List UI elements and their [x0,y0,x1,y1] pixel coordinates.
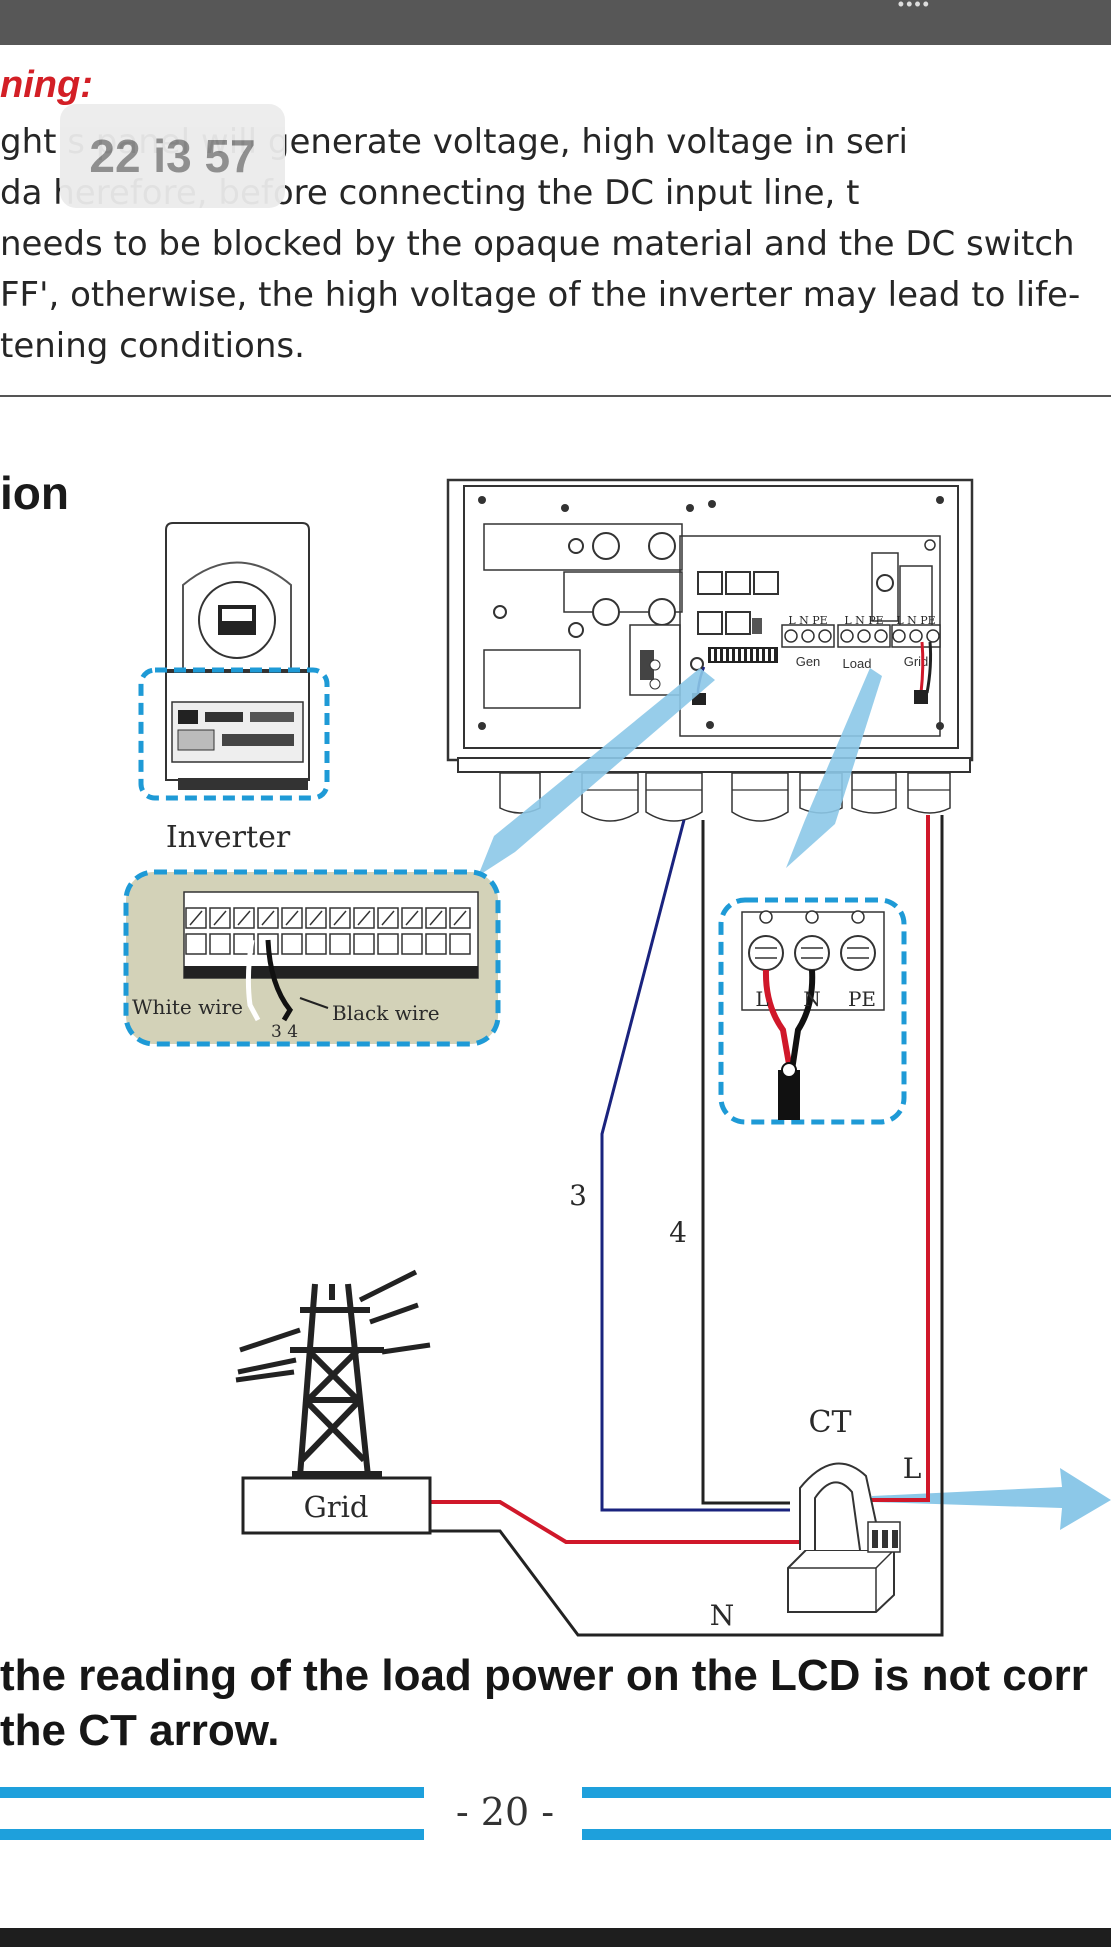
footer-line-1: the reading of the load power on the LCD… [0,1651,1088,1700]
footer-note: the reading of the load power on the LCD… [0,1648,1111,1758]
footer-line-2: the CT arrow. [0,1706,280,1755]
arrow-to-grid-terminal [786,668,882,868]
grid-port-label: Grid [904,654,929,669]
clock-overlay: 22 i3 57 [60,104,285,208]
warning-line: needs to be blocked by the opaque materi… [0,224,1075,264]
terminal-n-label: N [803,987,821,1011]
black-wire-label: Black wire [332,1001,440,1025]
warning-line: tening conditions. [0,326,305,366]
power-lines-icon [235,1269,431,1383]
grid-l-wire [430,1500,815,1544]
comm-terminal-detail [123,869,501,1047]
wire-n [430,815,944,1637]
warning-line: FF', otherwise, the high voltage of the … [0,275,1081,315]
l-label: L [903,1452,922,1485]
arrow-to-comm-terminal [478,668,715,876]
wire-4 [701,820,790,1505]
page-rule [582,1787,1111,1798]
grid-label: Grid [304,1490,369,1524]
page-rule [582,1829,1111,1840]
grid-terminal-detail: L N PE [718,897,907,1125]
grid-pin-labels: L N PE [896,614,935,627]
inverter-illustration [138,522,330,801]
section-title: ion [0,467,69,519]
wire-3 [600,819,790,1512]
toolbar-dots-icon: •••• [897,0,931,14]
gen-pin-labels: L N PE [788,614,827,627]
terminal-l-label: L [755,987,768,1011]
transmission-tower-icon [290,1283,384,1477]
warning-title: ning: [0,64,93,106]
grid-box [241,1476,432,1535]
gen-port-label: Gen [796,654,821,669]
n-label: N [710,1599,735,1632]
inverter-terminal-box: L N PE L N PE L N PE Gen Load Grid [446,478,974,822]
terminal-numbers: 3 4 [271,1022,298,1042]
inverter-label: Inverter [166,820,291,855]
page-rule [0,1829,424,1840]
ct-sensor [787,1462,901,1613]
wire-4-label: 4 [669,1216,687,1249]
white-wire-label: White wire [132,995,243,1019]
load-pin-labels: L N PE [844,614,883,627]
page-rule [0,1787,424,1798]
terminal-pe-label: PE [848,987,876,1011]
section-divider [0,395,1111,397]
wire-3-label: 3 [569,1179,587,1212]
load-port-label: Load [843,656,872,671]
ct-label: CT [809,1405,852,1440]
top-toolbar: •••• [0,0,1111,45]
bottom-bar [0,1928,1111,1947]
arrow-ct-direction [872,1468,1111,1530]
page-number: - 20 - [455,1790,555,1834]
wire-l [870,815,930,1502]
